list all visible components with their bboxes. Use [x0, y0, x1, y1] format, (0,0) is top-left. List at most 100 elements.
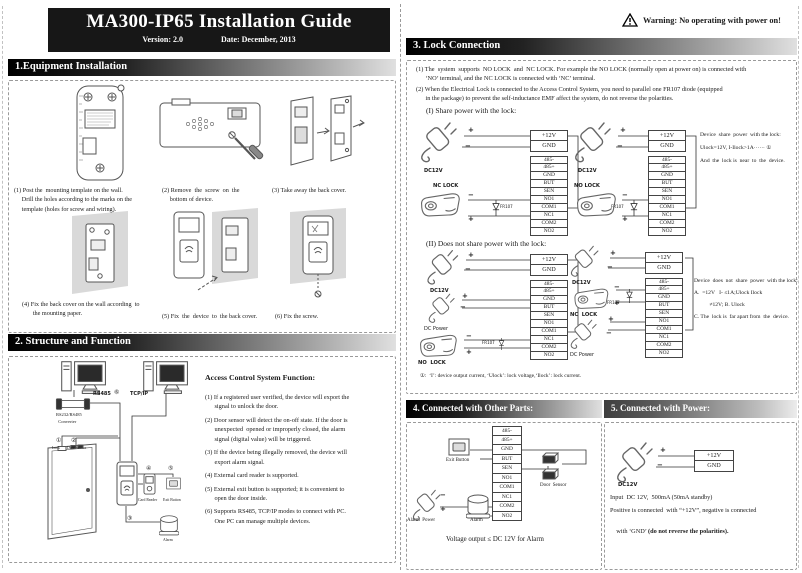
list-item: COM1: [530, 328, 568, 336]
list-item: NC1: [530, 336, 568, 344]
step1-caption: (1) Post the mounting template on the wa…: [14, 187, 133, 213]
step2-caption: (2) Remove the screw on the bottom of de…: [162, 187, 240, 204]
power-input-line2: Positive is connected with “+12V”, negat…: [610, 507, 757, 514]
alarm-voltage-caption: Voltage output ≤ DC 12V for Alarm: [446, 536, 544, 543]
list-item: GND: [645, 263, 683, 274]
list-item: COM2: [530, 220, 568, 228]
list-item: GND: [492, 445, 522, 455]
dc12v-label-a: DC12V: [424, 168, 443, 174]
list-item: +12V: [530, 130, 568, 141]
section3-header: 3. Lock Connection: [406, 38, 797, 55]
list-item: +12V: [530, 254, 568, 265]
minus-mark: −: [606, 329, 612, 337]
nc-lock-label-a: NC LOCK: [433, 183, 459, 189]
list-item: COM1: [530, 204, 568, 212]
list-item: BUT: [530, 304, 568, 312]
power-input-line3-bold: (do not reverse the polarities).: [648, 528, 729, 536]
list-item: 485+: [530, 288, 568, 296]
tcpip-label: TCP/IP: [130, 391, 149, 397]
step6-illustration: [290, 208, 346, 298]
fr107-label-a: FR107: [500, 204, 513, 209]
exit-button-num-label: ⑤: [168, 466, 174, 472]
list-item: GND: [648, 141, 686, 152]
section4-title: 4. Connected with Other Parts:: [413, 403, 534, 413]
section1-title: 1.Equipment Installation: [15, 61, 128, 72]
power-input-line3-normal: with ‘GND’: [616, 528, 649, 536]
power-connection-wires: [617, 442, 694, 483]
minus-mark: −: [465, 142, 471, 150]
dc-power-label-c: DC Power: [424, 326, 449, 332]
section1-header: 1.Equipment Installation: [8, 59, 396, 76]
warning-triangle-icon: [622, 13, 638, 27]
list-item: NO2: [492, 511, 522, 521]
list-item: (2) Door sensor will detect the on-off s…: [205, 416, 348, 443]
list-item: NC1: [645, 334, 683, 342]
list-item: NO1: [530, 196, 568, 204]
list-item: 485-: [530, 280, 568, 288]
section2-header: 2. Structure and Function: [8, 334, 396, 351]
plus-mark: +: [468, 251, 474, 259]
list-item: BUT: [492, 454, 522, 464]
plus-mark: +: [466, 348, 472, 356]
list-item: +12V: [648, 130, 686, 141]
list-item: NO1: [645, 318, 683, 326]
plus-mark: +: [610, 249, 616, 257]
plus-mark: +: [462, 292, 468, 300]
title-bar: MA300-IP65 Installation Guide Version: 2…: [48, 8, 390, 52]
door-sensor-num-label: ②: [71, 438, 77, 444]
section2-title: 2. Structure and Function: [15, 336, 131, 347]
alarm-label: Alarm: [163, 538, 173, 542]
warning-text: Warning: No operating with power on!: [643, 15, 781, 25]
list-item: GND: [530, 296, 568, 304]
exit-button-label: Exit Button: [163, 498, 181, 502]
lock-num-label: ①: [56, 438, 62, 444]
function-title: Access Control System Function:: [205, 373, 316, 382]
door-sensor-label-s4: Door Sensor: [540, 483, 567, 488]
list-item: COM1: [492, 483, 522, 493]
minus-mark: −: [440, 491, 446, 499]
minus-mark: −: [468, 191, 474, 199]
list-item: NC1: [530, 212, 568, 220]
list-item: NO1: [492, 473, 522, 483]
list-item: SEN: [645, 310, 683, 318]
list-item: 485-: [492, 426, 522, 436]
warning-banner: Warning: No operating with power on!: [622, 13, 781, 27]
power-input-line3: with ‘GND’ (do not reverse the polaritie…: [610, 520, 729, 545]
step1-illustration: [76, 84, 125, 181]
share-power-note: Device share power with the lock: Ulock=…: [700, 132, 785, 164]
card-reader-num-label: ④: [146, 466, 152, 472]
dc12v-label-s5: DC12V: [618, 482, 638, 488]
converter-label: RS232/RS485 Converter: [56, 412, 82, 424]
lock-connection-wires: [420, 122, 697, 357]
list-item: COM2: [645, 342, 683, 350]
door-sensor-label: Door Sensor: [67, 446, 87, 450]
minus-mark: −: [465, 265, 471, 273]
circle6-label: ⑥: [114, 390, 120, 396]
section5-box: [604, 422, 797, 570]
version-label: Version: 2.0: [142, 35, 183, 44]
plus-mark: +: [468, 215, 474, 223]
list-item: NO2: [645, 350, 683, 358]
list-item: (6) Supports RS485, TCP/IP modes to conn…: [205, 508, 346, 525]
list-item: (1) If a registered user verified, the d…: [205, 394, 350, 411]
list-item: COM1: [645, 326, 683, 334]
list-item: +12V: [645, 252, 683, 263]
minus-mark: −: [657, 461, 663, 469]
list-item: NO1: [648, 196, 686, 204]
nc-lock-label-d: NC LOCK: [570, 312, 598, 318]
list-item: BUT: [645, 302, 683, 310]
list-item: GND: [648, 172, 686, 180]
step4-illustration: [72, 211, 128, 294]
share-power-subheading: (I) Share power with the lock:: [426, 106, 517, 115]
minus-mark: −: [614, 283, 620, 291]
rs485-label: RS485: [93, 391, 111, 397]
page-right-edge: [798, 6, 799, 568]
card-reader-label: Card Reader: [138, 498, 158, 502]
